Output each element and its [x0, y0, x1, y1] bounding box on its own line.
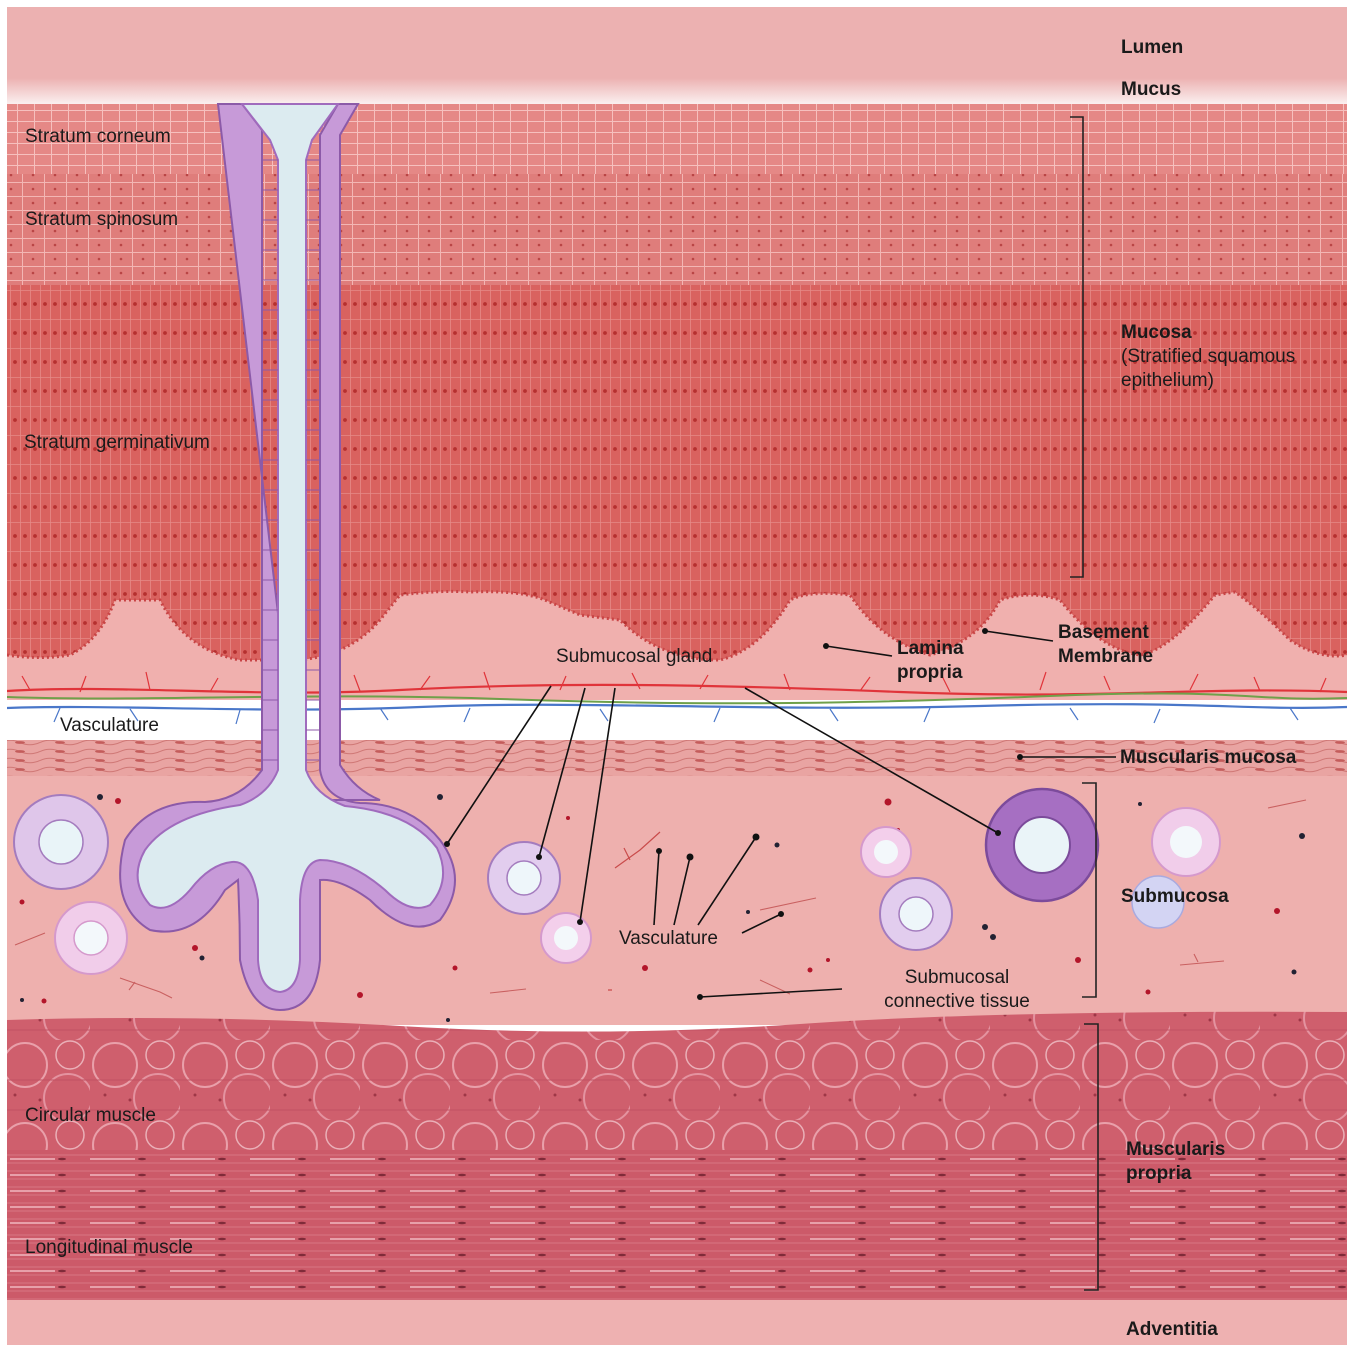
- label-muscularis-propria-2: propria: [1126, 1163, 1192, 1184]
- label-mucus: Mucus: [1121, 79, 1181, 100]
- circular-muscle-layer: [7, 1012, 1347, 1150]
- label-circular-muscle: Circular muscle: [25, 1105, 156, 1126]
- label-muscularis-propria-1: Muscularis: [1126, 1139, 1225, 1160]
- stratum-spinosum-layer: [7, 174, 1347, 285]
- label-stratum-germinativum: Stratum germinativum: [24, 432, 210, 453]
- acinus-left-top: [14, 795, 108, 889]
- label-lamina-propria-1: Lamina: [897, 638, 964, 659]
- label-vasculature-left: Vasculature: [60, 715, 159, 736]
- label-stratum-corneum: Stratum corneum: [25, 126, 171, 147]
- acinus-right: [1152, 808, 1220, 876]
- label-mucosa-line2: (Stratified squamous: [1121, 346, 1295, 367]
- label-submucosa: Submucosa: [1121, 886, 1229, 907]
- label-basement-membrane-2: Membrane: [1058, 646, 1153, 667]
- label-connective-tissue-1: Submucosal: [905, 967, 1010, 988]
- acinus-left-bottom: [55, 902, 127, 974]
- stratum-corneum-layer: [7, 104, 1347, 174]
- label-adventitia: Adventitia: [1126, 1319, 1218, 1340]
- label-vasculature-center: Vasculature: [619, 928, 718, 949]
- acinus-center-left: [488, 842, 560, 914]
- acinus-center-right: [880, 878, 952, 950]
- label-basement-membrane-1: Basement: [1058, 622, 1149, 643]
- label-connective-tissue-2: connective tissue: [884, 991, 1030, 1012]
- label-mucosa-line3: epithelium): [1121, 370, 1214, 391]
- acinus-large-dark: [986, 789, 1098, 901]
- label-lamina-propria-2: propria: [897, 662, 963, 683]
- label-submucosal-gland: Submucosal gland: [556, 646, 712, 667]
- acinus-center-right-small: [861, 827, 911, 877]
- label-mucosa-title: Mucosa: [1121, 322, 1192, 343]
- acinus-small: [541, 913, 591, 963]
- label-lumen: Lumen: [1121, 37, 1183, 58]
- label-stratum-spinosum: Stratum spinosum: [25, 209, 178, 230]
- label-muscularis-mucosa: Muscularis mucosa: [1120, 747, 1297, 768]
- label-longitudinal-muscle: Longitudinal muscle: [25, 1237, 193, 1258]
